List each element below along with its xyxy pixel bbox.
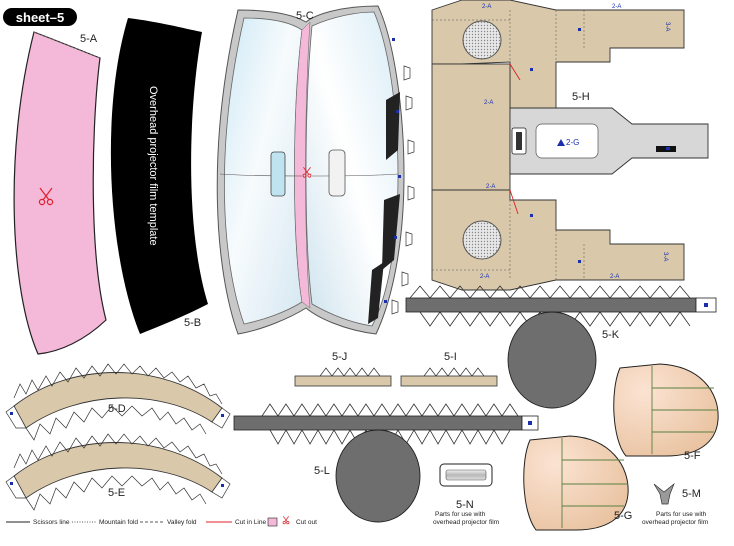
part-5h: 2-A 2-A 2-A 2-A 2-A 2-A 3-A 3-A 2-G 5-H [431,0,709,291]
template-text: Overhead projector film template [147,86,159,246]
fan-grille-icon [462,20,502,60]
part-5l: 5-L [233,403,539,523]
part-5b: Overhead projector film template 5-B [110,18,208,334]
label-5l: 5-L [314,465,330,477]
part-5f: 5-F [613,363,719,462]
sheet-title-badge: sheet–5 [3,8,77,26]
ref-3a-bottom: 3-A [662,252,668,261]
ref-3a-top: 3-A [664,22,670,31]
scissors-icon [302,166,312,178]
part-5d: 5-D [5,363,231,441]
label-5i: 5-I [444,351,457,363]
label-5b: 5-B [184,317,201,329]
part-5e: 5-E [5,433,231,511]
ref-2g: 2-G [566,138,579,147]
part-5c: 5-C [216,5,415,335]
part-5j: 5-J [294,351,392,387]
note-5n-line2: overhead projector film [433,519,499,526]
scissors-icon [38,187,54,206]
ref-2a-top-right: 2-A [612,4,621,10]
legend-cut-out: Cut out [296,519,317,526]
part-5m: 5-M Parts for use with overhead projecto… [642,482,708,526]
part-5g: 5-G [523,435,632,531]
ref-2a-mid-right: 2-A [484,100,493,106]
fan-grille-icon [462,220,502,260]
ref-2a-bottom-right: 2-A [610,274,619,280]
sheet-title: sheet–5 [16,10,64,25]
ref-2a-top: 2-A [482,4,491,10]
legend-valley-fold: Valley fold [167,519,197,526]
legend-cut-in-line: Cut in Line [235,519,266,526]
label-5f: 5-F [684,450,701,462]
label-5g: 5-G [614,510,632,522]
part-5k: 5-K [405,285,717,409]
ref-2a-mid-left: 2-A [486,184,495,190]
legend-mountain-fold: Mountain fold [99,519,138,526]
part-5n: 5-N Parts for use with overhead projecto… [433,463,499,526]
label-5h: 5-H [572,91,590,103]
legend: Scissors line Mountain fold Valley fold … [6,516,317,527]
label-5k: 5-K [602,329,620,341]
label-5c: 5-C [296,10,314,22]
label-5d: 5-D [108,403,126,415]
part-5a: 5-A [13,31,107,355]
part-5i: 5-I [400,351,498,387]
label-5n: 5-N [456,499,474,511]
label-5m: 5-M [682,488,701,500]
note-5m-line1: Parts for use with [656,511,707,518]
legend-scissors-line: Scissors line [33,519,70,526]
label-5e: 5-E [108,487,125,499]
scissors-icon [282,516,290,525]
ref-2a-bottom: 2-A [480,274,489,280]
label-5a: 5-A [80,33,98,45]
label-5j: 5-J [332,351,347,363]
note-5n-line1: Parts for use with [435,511,486,518]
note-5m-line2: overhead projector film [642,519,708,526]
